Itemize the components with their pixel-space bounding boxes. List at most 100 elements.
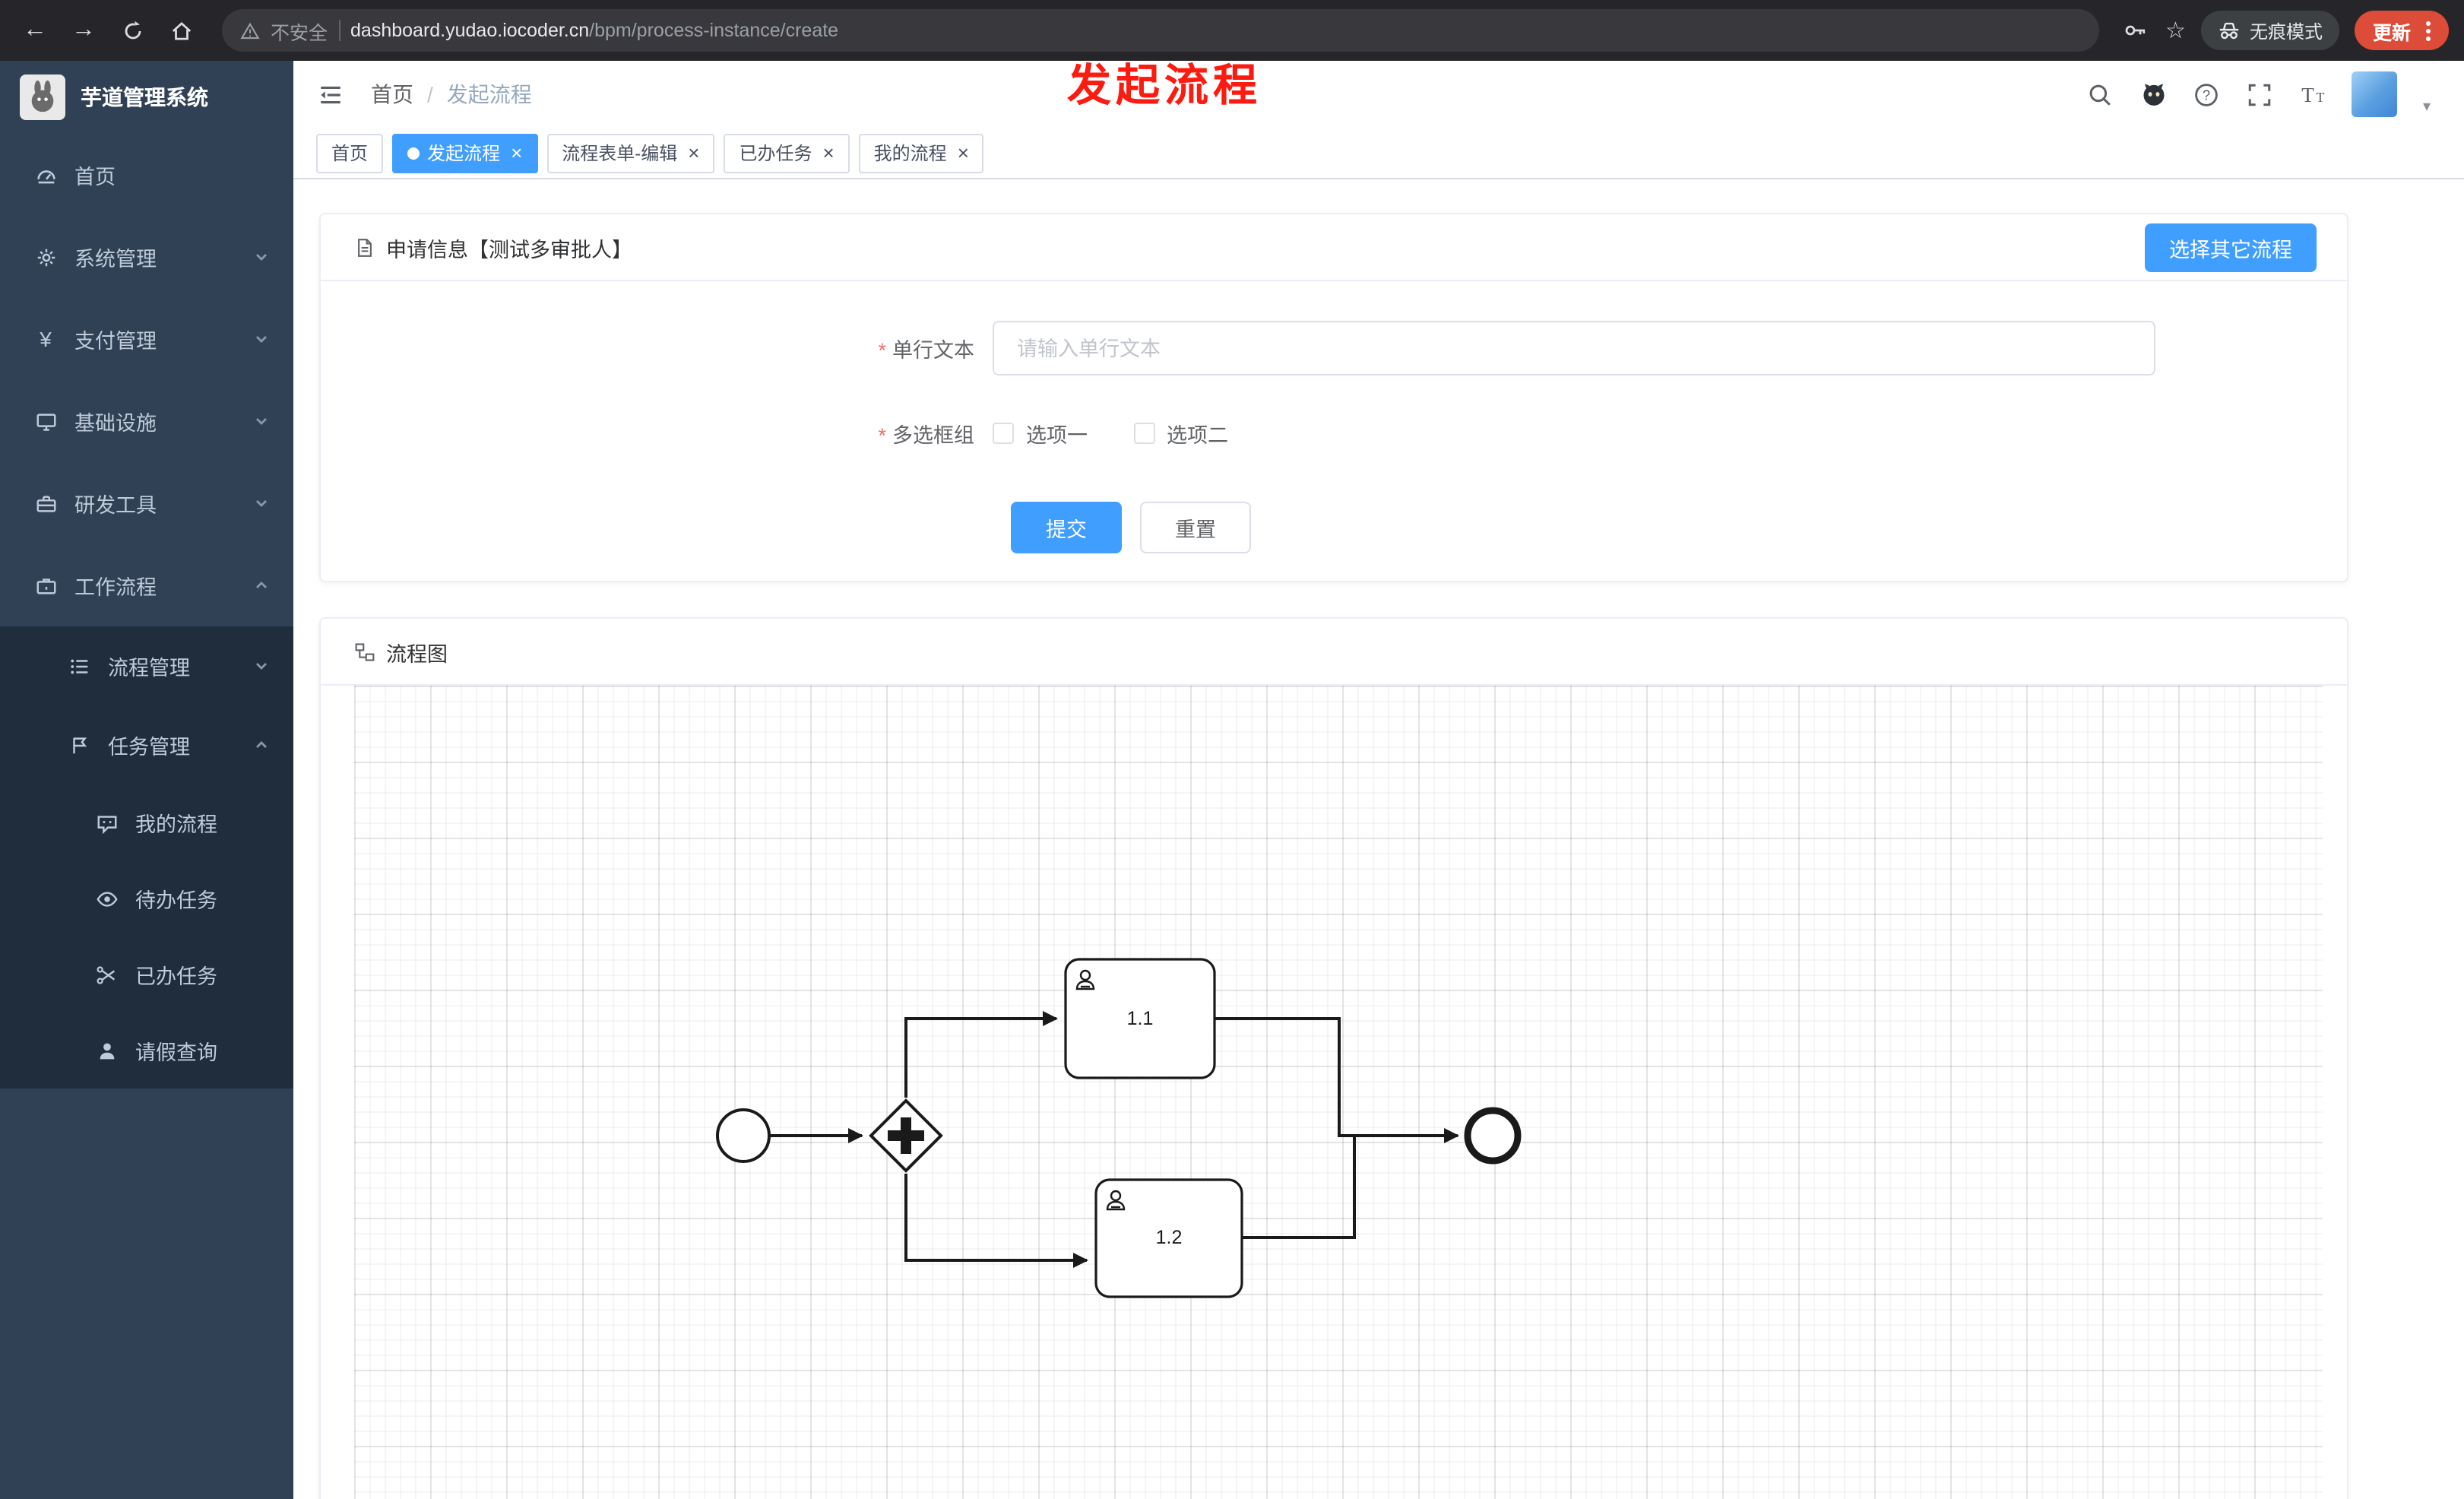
user-task-icon [1106, 1190, 1126, 1211]
tab-done-tasks[interactable]: 已办任务 × [724, 133, 850, 173]
update-button[interactable]: 更新 [2354, 11, 2449, 50]
flow-task-1-to-end[interactable] [1215, 1017, 1459, 1143]
submit-button[interactable]: 提交 [1011, 502, 1122, 553]
tab-my-processes[interactable]: 我的流程 × [858, 133, 984, 173]
avatar-caret-icon[interactable]: ▾ [2422, 98, 2431, 115]
sidebar-menu: 首页 系统管理 ¥ 支付管理 基础设施 研发工具 [0, 134, 293, 1089]
close-icon[interactable]: × [822, 141, 835, 164]
sidebar-item-home[interactable]: 首页 [0, 134, 293, 216]
url-path: /bpm/process-instance/create [589, 20, 839, 41]
apply-info-card: 申请信息【测试多审批人】 选择其它流程 *单行文本 *多选框组 选项一 [319, 213, 2348, 582]
close-icon[interactable]: × [957, 141, 969, 164]
tab-home[interactable]: 首页 [316, 133, 384, 173]
tab-label: 首页 [331, 143, 369, 164]
bpmn-start-event[interactable] [716, 1108, 771, 1163]
chevron-up-icon [254, 737, 269, 753]
text-field-label: *单行文本 [878, 339, 974, 362]
sidebar-item-done-tasks[interactable]: 已办任务 [0, 936, 293, 1013]
help-button[interactable]: ? [2192, 79, 2222, 109]
breadcrumb: 首页 / 发起流程 [371, 79, 532, 109]
chrome-right-controls: ☆ 无痕模式 更新 [2120, 11, 2449, 50]
checkbox-option-2[interactable] [1133, 423, 1154, 444]
browser-menu-icon[interactable] [2426, 28, 2431, 33]
bpmn-canvas[interactable]: 1.1 1.2 [354, 686, 2323, 1499]
bookmark-star-icon[interactable]: ☆ [2165, 18, 2186, 44]
select-other-process-button[interactable]: 选择其它流程 [2145, 223, 2317, 271]
tab-label: 已办任务 [739, 143, 812, 164]
address-bar[interactable]: 不安全 dashboard.yudao.iocoder.cn/bpm/proce… [222, 9, 2099, 52]
home-button[interactable] [161, 11, 201, 50]
sidebar-item-leave-query[interactable]: 请假查询 [0, 1013, 293, 1089]
sidebar-item-label: 研发工具 [74, 494, 157, 517]
sidebar-item-label: 我的流程 [135, 813, 217, 836]
form-actions: 提交 重置 [1011, 502, 2347, 553]
breadcrumb-home[interactable]: 首页 [371, 82, 413, 106]
github-button[interactable] [2139, 79, 2169, 109]
forward-button[interactable]: → [71, 17, 96, 43]
process-diagram-card: 流程图 [319, 617, 2348, 1499]
home-icon [171, 21, 191, 40]
required-mark: * [878, 339, 886, 362]
back-button[interactable]: ← [23, 17, 47, 43]
url-domain: dashboard.yudao.iocoder.cn [350, 20, 590, 41]
flag-icon [67, 734, 91, 756]
single-line-text-input[interactable] [993, 321, 2155, 376]
checkbox-option-2-label[interactable]: 选项二 [1167, 424, 1228, 447]
bpmn-user-task-2[interactable]: 1.2 [1094, 1178, 1243, 1298]
reset-button[interactable]: 重置 [1140, 502, 1251, 553]
search-button[interactable] [2086, 79, 2116, 109]
tab-start-process[interactable]: 发起流程 × [392, 133, 538, 173]
monitor-icon [33, 410, 58, 433]
app-logo[interactable]: 芋道管理系统 [0, 61, 293, 134]
close-icon[interactable]: × [688, 141, 700, 164]
sidebar-item-system[interactable]: 系统管理 [0, 216, 293, 298]
yen-icon: ¥ [40, 327, 52, 351]
form-row-checkboxes: *多选框组 选项一 选项二 [321, 418, 2347, 448]
password-key-icon[interactable] [2120, 15, 2150, 46]
task-1-label: 1.1 [1127, 1008, 1154, 1029]
address-divider [338, 20, 340, 41]
sidebar-item-pending-tasks[interactable]: 待办任务 [0, 860, 293, 936]
bpmn-end-event[interactable] [1464, 1107, 1522, 1165]
github-icon [2143, 84, 2165, 106]
process-diagram-card-header: 流程图 [321, 619, 2347, 686]
svg-text:T: T [2301, 84, 2314, 106]
process-form: *单行文本 *多选框组 选项一 选项二 提交 [321, 281, 2347, 553]
task-2-label: 1.2 [1156, 1227, 1183, 1248]
sidebar-item-my-processes[interactable]: 我的流程 [0, 784, 293, 860]
tab-form-edit[interactable]: 流程表单-编辑 × [546, 133, 715, 173]
sidebar-item-dev-tools[interactable]: 研发工具 [0, 462, 293, 544]
checkbox-option-1-label[interactable]: 选项一 [1026, 424, 1088, 447]
eye-icon [94, 887, 119, 910]
svg-text:T: T [2316, 90, 2324, 105]
flow-gateway-to-task-2[interactable] [904, 1174, 1088, 1268]
sidebar-item-payment[interactable]: ¥ 支付管理 [0, 298, 293, 380]
flow-gateway-to-task-1[interactable] [904, 1011, 1058, 1098]
card-title: 申请信息【测试多审批人】 [386, 238, 632, 261]
sidebar-item-workflow[interactable]: 工作流程 [0, 544, 293, 626]
flow-task-2-to-end[interactable] [1242, 1137, 1356, 1239]
sidebar-item-task-management[interactable]: 任务管理 [0, 705, 293, 784]
close-icon[interactable]: × [511, 141, 523, 164]
sidebar-item-infrastructure[interactable]: 基础设施 [0, 380, 293, 462]
checkbox-option-1[interactable] [993, 423, 1014, 444]
sidebar-item-label: 流程管理 [108, 657, 190, 680]
incognito-icon [2219, 21, 2239, 39]
sidebar-collapse-button[interactable] [318, 81, 344, 107]
sidebar-item-label: 系统管理 [74, 248, 157, 271]
fullscreen-button[interactable] [2245, 79, 2276, 109]
user-avatar[interactable] [2351, 71, 2397, 117]
bpmn-diagram: 1.1 1.2 [716, 958, 1522, 1298]
hamburger-icon [321, 85, 340, 103]
reload-button[interactable] [112, 11, 152, 50]
bpmn-parallel-gateway[interactable] [869, 1098, 943, 1173]
sidebar-item-process-management[interactable]: 流程管理 [0, 626, 293, 705]
svg-text:?: ? [2203, 87, 2211, 102]
bpmn-user-task-1[interactable]: 1.1 [1064, 958, 1216, 1079]
sidebar: 芋道管理系统 首页 系统管理 ¥ 支付管理 基础设施 [0, 61, 293, 1499]
breadcrumb-separator: / [427, 82, 433, 106]
sidebar-item-label: 工作流程 [74, 576, 157, 599]
